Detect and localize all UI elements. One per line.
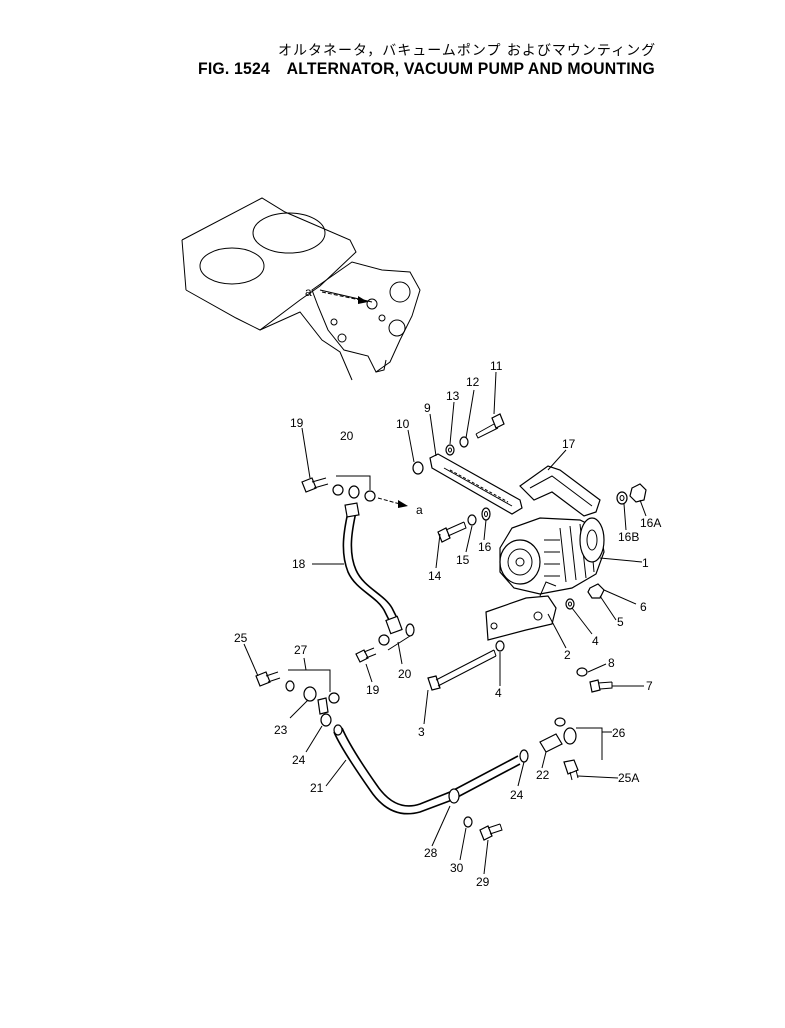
label-2: 2: [564, 648, 571, 662]
label-15: 15: [456, 553, 470, 567]
label-23: 23: [274, 723, 288, 737]
mounting-bracket: [485, 581, 557, 641]
nuts-16: [616, 483, 647, 505]
adjusting-bar: [429, 453, 523, 515]
reference-letter-upper: a: [305, 285, 312, 299]
label-25: 25: [234, 631, 248, 645]
label-10: 10: [396, 417, 410, 431]
alternator: [499, 517, 605, 595]
engine-block: [181, 197, 421, 381]
label-16: 16: [478, 540, 492, 554]
bolt-14: [437, 507, 491, 543]
label-5: 5: [617, 615, 624, 629]
label-21: 21: [310, 781, 324, 795]
label-4a: 4: [592, 634, 599, 648]
label-25A: 25A: [618, 771, 639, 785]
figure-title: FIG. 1524 ALTERNATOR, VACUUM PUMP AND MO…: [198, 59, 655, 79]
vacuum-hose: [342, 502, 403, 635]
label-13: 13: [446, 389, 460, 403]
label-27: 27: [294, 643, 308, 657]
figure-title-text: ALTERNATOR, VACUUM PUMP AND MOUNTING: [286, 59, 655, 78]
label-19b: 19: [366, 683, 380, 697]
label-11: 11: [490, 359, 503, 373]
label-26: 26: [612, 726, 626, 740]
long-bolt: [427, 649, 497, 691]
fittings-upper: [301, 475, 376, 502]
label-16B: 16B: [618, 530, 639, 544]
label-28: 28: [424, 846, 438, 860]
title-japanese: オルタネータ，バキュームポンプ およびマウンティング: [278, 43, 657, 59]
arrow-to-a: [377, 497, 408, 508]
label-22: 22: [536, 768, 550, 782]
label-3: 3: [418, 725, 425, 739]
vacuum-pipe: [333, 724, 529, 815]
label-7: 7: [646, 679, 653, 693]
label-4b: 4: [495, 686, 502, 700]
part-labels: 1 2 3 4 4 5 6 7 8 9 10 11 12 13 14 15 16…: [234, 359, 661, 889]
fasteners-right: [565, 583, 613, 693]
label-6: 6: [640, 600, 647, 614]
arrow-from-a: [321, 291, 368, 304]
bolt-11: [445, 413, 505, 456]
label-12: 12: [466, 375, 480, 389]
fittings-lower: [355, 623, 415, 663]
label-19a: 19: [290, 416, 304, 430]
clamp-fasteners: [463, 816, 503, 841]
fittings-23-27: [255, 669, 340, 727]
label-18: 18: [292, 557, 306, 571]
label-1: 1: [642, 556, 649, 570]
label-16A: 16A: [640, 516, 661, 530]
label-8: 8: [608, 656, 615, 670]
figure-number: FIG. 1524: [198, 59, 270, 78]
label-20a: 20: [340, 429, 354, 443]
label-30: 30: [450, 861, 464, 875]
brace: [519, 465, 601, 517]
washer: [495, 640, 505, 652]
label-20b: 20: [398, 667, 412, 681]
reference-letter-lower: a: [416, 503, 423, 517]
label-24b: 24: [510, 788, 524, 802]
label-24a: 24: [292, 753, 306, 767]
label-29: 29: [476, 875, 490, 889]
fittings-22-26: [539, 717, 603, 781]
leader-lines: [243, 371, 647, 875]
label-14: 14: [428, 569, 442, 583]
nut-10: [412, 461, 424, 475]
label-17: 17: [562, 437, 576, 451]
label-9: 9: [424, 401, 431, 415]
